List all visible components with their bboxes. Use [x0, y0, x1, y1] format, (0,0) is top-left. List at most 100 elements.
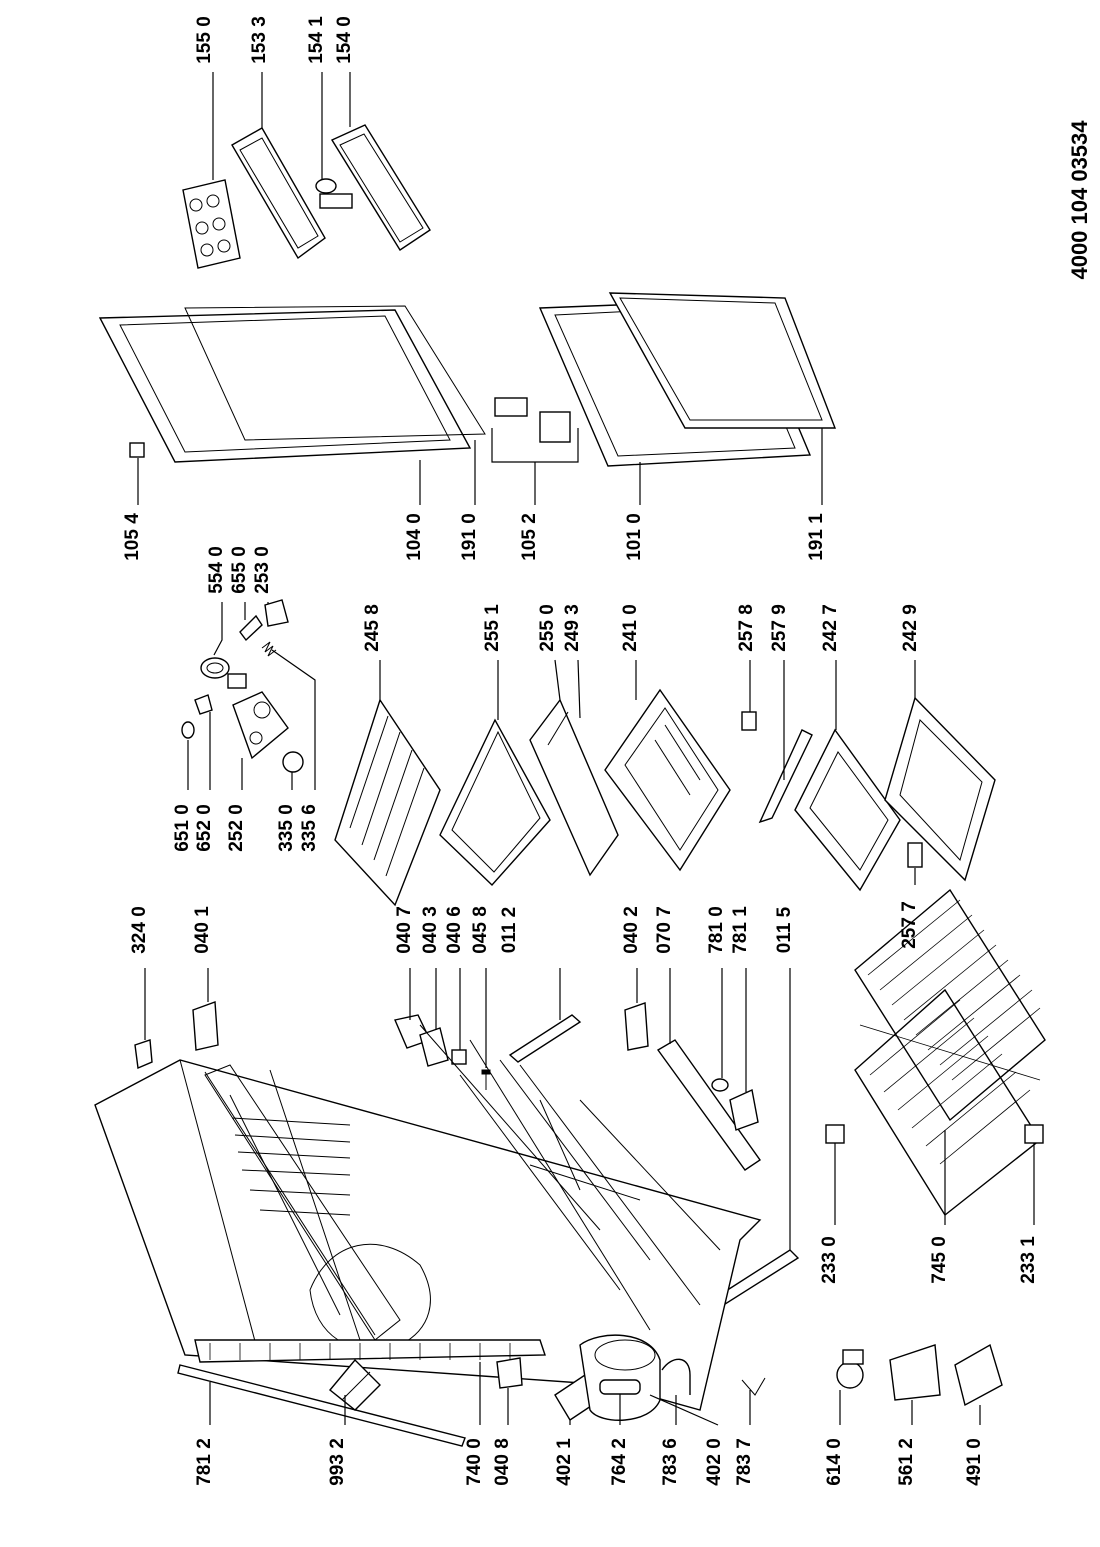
crisper-slide-clip [741, 711, 757, 731]
part-label-335-6: 335 6 [299, 804, 320, 852]
part-label-255-0: 255 0 [537, 604, 558, 652]
hinge-pin [481, 1069, 491, 1090]
document-number: 4000 104 03534 [1067, 120, 1092, 280]
part-label-783-6: 783 6 [660, 1438, 681, 1486]
freezer-basket [884, 696, 996, 882]
part-label-040-2: 040 2 [621, 906, 642, 954]
part-label-233-0: 233 0 [819, 1236, 840, 1284]
part-label-040-1: 040 1 [192, 906, 213, 954]
shelf-support-left [825, 1124, 845, 1144]
part-label-191-1: 191 1 [806, 513, 827, 561]
part-label-245-8: 245 8 [362, 604, 383, 652]
part-label-040-6: 040 6 [444, 906, 465, 954]
part-label-242-9: 242 9 [900, 604, 921, 652]
thermostat-dial-unit [836, 1349, 864, 1389]
relay-cover [954, 1343, 1003, 1407]
glass-shelf [439, 718, 551, 887]
part-label-335-0: 335 0 [276, 804, 297, 852]
part-label-257-8: 257 8 [736, 604, 757, 652]
lamp-holder [194, 694, 213, 715]
part-label-241-0: 241 0 [620, 604, 641, 652]
door-balcony-lower [330, 124, 431, 251]
door-balcony-upper [231, 127, 326, 260]
crisper-cover-glass [529, 698, 619, 877]
crisper-slide-rail [758, 729, 813, 824]
filter-drier [599, 1379, 641, 1395]
part-label-045-8: 045 8 [470, 906, 491, 954]
part-label-402-0: 402 0 [704, 1438, 725, 1486]
lamp-cover-ring [200, 657, 230, 679]
part-label-781-0: 781 0 [706, 906, 727, 954]
part-label-040-3: 040 3 [420, 906, 441, 954]
part-label-764-2: 764 2 [609, 1438, 630, 1486]
part-label-249-3: 249 3 [562, 604, 583, 652]
part-label-155-0: 155 0 [194, 16, 215, 64]
part-label-740-0: 740 0 [464, 1438, 485, 1486]
compressor-bracket [496, 1357, 523, 1389]
part-label-154-1: 154 1 [306, 16, 327, 64]
part-label-101-0: 101 0 [624, 513, 645, 561]
part-label-011-2: 011 2 [499, 907, 520, 954]
hinge-spacer [451, 1049, 467, 1065]
vent-grille-upper [508, 1014, 582, 1063]
hinge-cover-top [134, 1039, 153, 1070]
part-label-783-7: 783 7 [734, 1438, 755, 1486]
sensor-clip [741, 1377, 766, 1396]
part-label-614-0: 614 0 [824, 1438, 845, 1486]
relay-assembly [889, 1344, 941, 1401]
part-label-651-0: 651 0 [172, 804, 193, 852]
part-label-257-9: 257 9 [769, 604, 790, 652]
basket-slide-clip [907, 842, 923, 868]
sensor-spring [261, 641, 277, 657]
door-hinge-cover [129, 442, 145, 458]
top-hinge [192, 1001, 219, 1051]
thermostat-housing [232, 691, 289, 760]
part-label-781-2: 781 2 [194, 1438, 215, 1486]
part-label-253-0: 253 0 [252, 546, 273, 594]
capillary-tube [661, 1358, 691, 1395]
bottle-holder [315, 178, 353, 209]
fridge-compartment [459, 1059, 651, 1291]
grommet [711, 1078, 729, 1092]
plinth-cover [656, 1039, 761, 1171]
door-stop-set [491, 397, 579, 463]
egg-tray [182, 179, 241, 269]
part-label-652-0: 652 0 [194, 804, 215, 852]
part-label-745-0: 745 0 [929, 1236, 950, 1284]
shelf-support-right [1024, 1124, 1044, 1144]
part-label-324-0: 324 0 [129, 906, 150, 954]
part-label-252-0: 252 0 [226, 804, 247, 852]
thermostat-knob [264, 599, 289, 627]
bottom-hinge [624, 1002, 649, 1051]
part-label-191-0: 191 0 [459, 513, 480, 561]
freezer-door [98, 305, 486, 463]
part-label-153-3: 153 3 [249, 16, 270, 64]
part-label-402-1: 402 1 [554, 1438, 575, 1486]
middle-hinge [419, 1027, 449, 1067]
part-label-233-1: 233 1 [1018, 1236, 1039, 1284]
evaporator-heater [329, 1358, 381, 1411]
light-bulb [181, 721, 195, 739]
part-label-255-1: 255 1 [482, 604, 503, 652]
lamp-switch [227, 673, 247, 689]
part-label-993-2: 993 2 [327, 1438, 348, 1486]
part-label-491-0: 491 0 [964, 1438, 985, 1486]
part-label-561-2: 561 2 [896, 1438, 917, 1486]
part-label-242-7: 242 7 [820, 604, 841, 652]
lamp-socket [239, 614, 263, 642]
part-label-154-0: 154 0 [334, 16, 355, 64]
drain-pan [729, 1088, 759, 1131]
part-label-040-7: 040 7 [394, 906, 415, 954]
freezer-drawer-large [604, 688, 731, 872]
part-label-655-0: 655 0 [229, 546, 250, 594]
condenser [194, 1339, 546, 1363]
fridge-door [538, 292, 837, 467]
compressor [579, 1334, 661, 1421]
freezer-shelf [334, 698, 441, 907]
part-label-070-7: 070 7 [654, 906, 675, 954]
part-label-105-2: 105 2 [519, 513, 540, 561]
control-knob [282, 751, 304, 773]
part-label-781-1: 781 1 [730, 906, 751, 954]
crisper-drawer [794, 728, 901, 892]
